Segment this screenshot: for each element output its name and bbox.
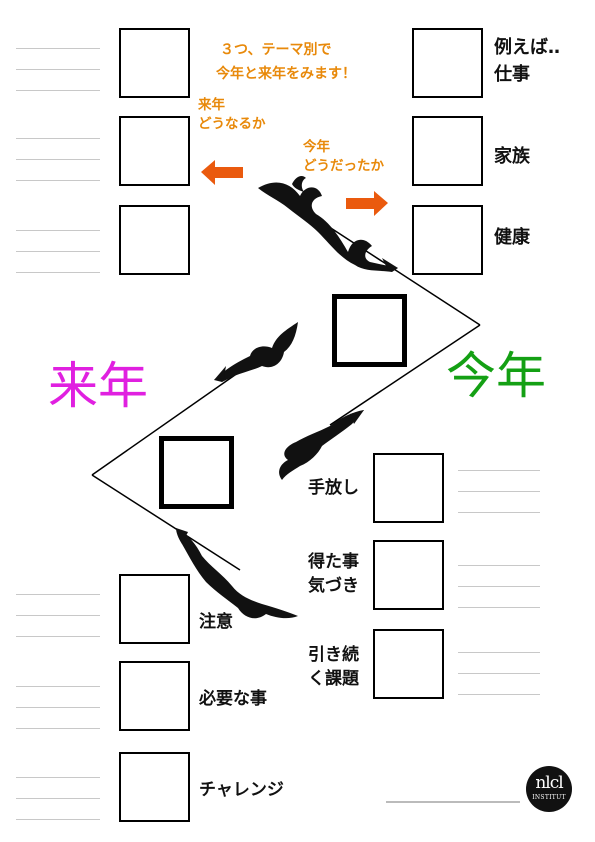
theme-family-label: 家族	[494, 146, 530, 167]
notes-lines[interactable]	[16, 28, 100, 91]
logo-sub-text: INSTITUT	[532, 794, 566, 801]
needed-box[interactable]	[119, 661, 190, 731]
notes-lines[interactable]	[458, 632, 540, 695]
instruction-line-2: 今年と来年をみます！	[216, 66, 356, 82]
next-year-label: 来年	[48, 357, 148, 415]
arrow-right-orange	[346, 191, 388, 216]
gained-line-1: 得た事	[308, 552, 359, 572]
gained-label: 得た事 気づき	[308, 550, 359, 598]
this-year-label: 今年	[446, 347, 546, 405]
needed-label: 必要な事	[199, 689, 267, 709]
notes-lines[interactable]	[16, 574, 100, 637]
notes-lines[interactable]	[458, 450, 540, 513]
next-year-box-family[interactable]	[119, 116, 190, 186]
let-go-box[interactable]	[373, 453, 444, 523]
instruction-line-1: ３つ、テーマ別で	[220, 42, 332, 58]
next-year-box-work[interactable]	[119, 28, 190, 98]
notes-lines[interactable]	[16, 666, 100, 729]
this-year-box-work[interactable]	[412, 28, 483, 98]
notes-lines[interactable]	[16, 757, 100, 820]
continue-box[interactable]	[373, 629, 444, 699]
ornament-flourish-upper-left	[214, 322, 298, 382]
continue-line-2: く課題	[308, 669, 359, 689]
gained-line-2: 気づき	[308, 576, 359, 596]
notes-lines[interactable]	[458, 545, 540, 608]
caution-label: 注意	[199, 612, 233, 632]
next-year-direction-sub: どうなるか	[198, 116, 266, 132]
next-year-direction: 来年 どうなるか	[198, 96, 266, 134]
next-year-direction-title: 来年	[198, 97, 225, 113]
chevron-line	[329, 324, 481, 426]
ornament-flourish-bottom	[176, 528, 298, 619]
instruction-text: ３つ、テーマ別で 今年と来年をみます！	[216, 38, 356, 86]
theme-health-label: 健康	[494, 227, 530, 248]
this-year-direction-sub: どうだったか	[303, 158, 384, 174]
this-year-direction-title: 今年	[303, 139, 330, 155]
gained-box[interactable]	[373, 540, 444, 610]
this-year-summary-box[interactable]	[332, 294, 407, 367]
this-year-box-health[interactable]	[412, 205, 483, 275]
continue-line-1: 引き続	[308, 645, 359, 665]
logo-main-text: nlcl	[535, 773, 563, 793]
next-year-summary-box[interactable]	[159, 436, 234, 509]
institute-logo: nlcl INSTITUT	[526, 766, 572, 812]
ornament-flourish-top	[258, 176, 398, 272]
this-year-box-family[interactable]	[412, 116, 483, 186]
continue-label: 引き続 く課題	[308, 643, 359, 691]
caution-box[interactable]	[119, 574, 190, 644]
let-go-label: 手放し	[308, 478, 359, 498]
chevron-line	[91, 474, 241, 571]
arrow-left-orange	[201, 160, 243, 185]
theme-example-line: 例えば‥	[494, 37, 561, 58]
notes-lines[interactable]	[16, 118, 100, 181]
next-year-box-health[interactable]	[119, 205, 190, 275]
challenge-label: チャレンジ	[199, 780, 284, 800]
ornament-flourish-middle-right	[279, 410, 364, 480]
theme-work-line: 仕事	[494, 64, 530, 85]
theme-example-label: 例えば‥ 仕事	[494, 34, 560, 88]
challenge-box[interactable]	[119, 752, 190, 822]
this-year-direction: 今年 どうだったか	[303, 138, 384, 176]
notes-lines[interactable]	[16, 210, 100, 273]
